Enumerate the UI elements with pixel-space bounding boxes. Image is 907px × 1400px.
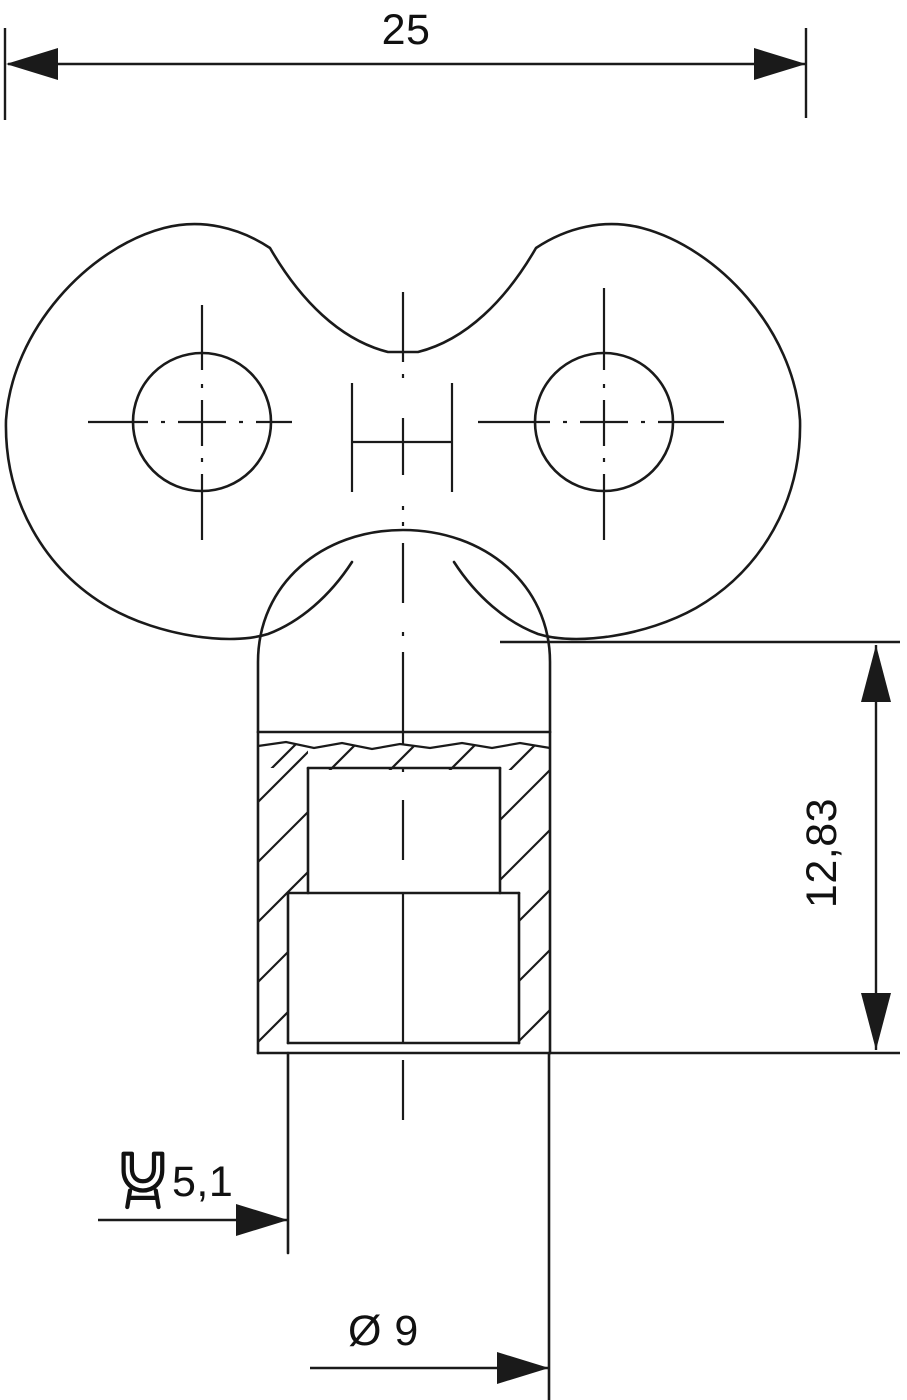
arrowhead-shaft-diameter [497, 1352, 549, 1384]
left-lobe-outline [4, 222, 405, 641]
arrowhead-left [6, 48, 58, 80]
dimension-body-height: 12,83 [500, 640, 900, 1055]
sleeve-break-line [257, 740, 551, 751]
arrowhead-across-flats [236, 1204, 288, 1236]
left-wall-hatching [258, 746, 308, 1053]
hatched-section-sleeve [256, 730, 552, 1055]
dome-boss [256, 528, 552, 734]
dome-arc-outline [256, 528, 552, 734]
dim-label-body-height: 12,83 [798, 798, 846, 908]
wrench-icon [121, 1151, 165, 1210]
right-lobe-outline [401, 222, 802, 641]
top-strip-hatching [258, 742, 550, 770]
dim-label-overall-width: 25 [382, 6, 431, 54]
dim-label-shaft-diameter: Ø 9 [348, 1307, 419, 1355]
arrowhead-right [754, 48, 806, 80]
dim-label-across-flats: 5,1 [172, 1158, 233, 1206]
arrowhead-bottom-1283 [861, 993, 891, 1050]
dimension-shaft-diameter: Ø 9 [310, 1307, 549, 1384]
dimension-overall-width: 25 [3, 6, 808, 120]
wing-nut-body-outline [4, 222, 802, 641]
right-wall-hatching [500, 748, 550, 1053]
left-through-hole [88, 305, 292, 540]
dimension-across-flats: 5,1 [98, 1151, 288, 1236]
arrowhead-top-1283 [861, 645, 891, 702]
right-through-hole [478, 288, 724, 540]
